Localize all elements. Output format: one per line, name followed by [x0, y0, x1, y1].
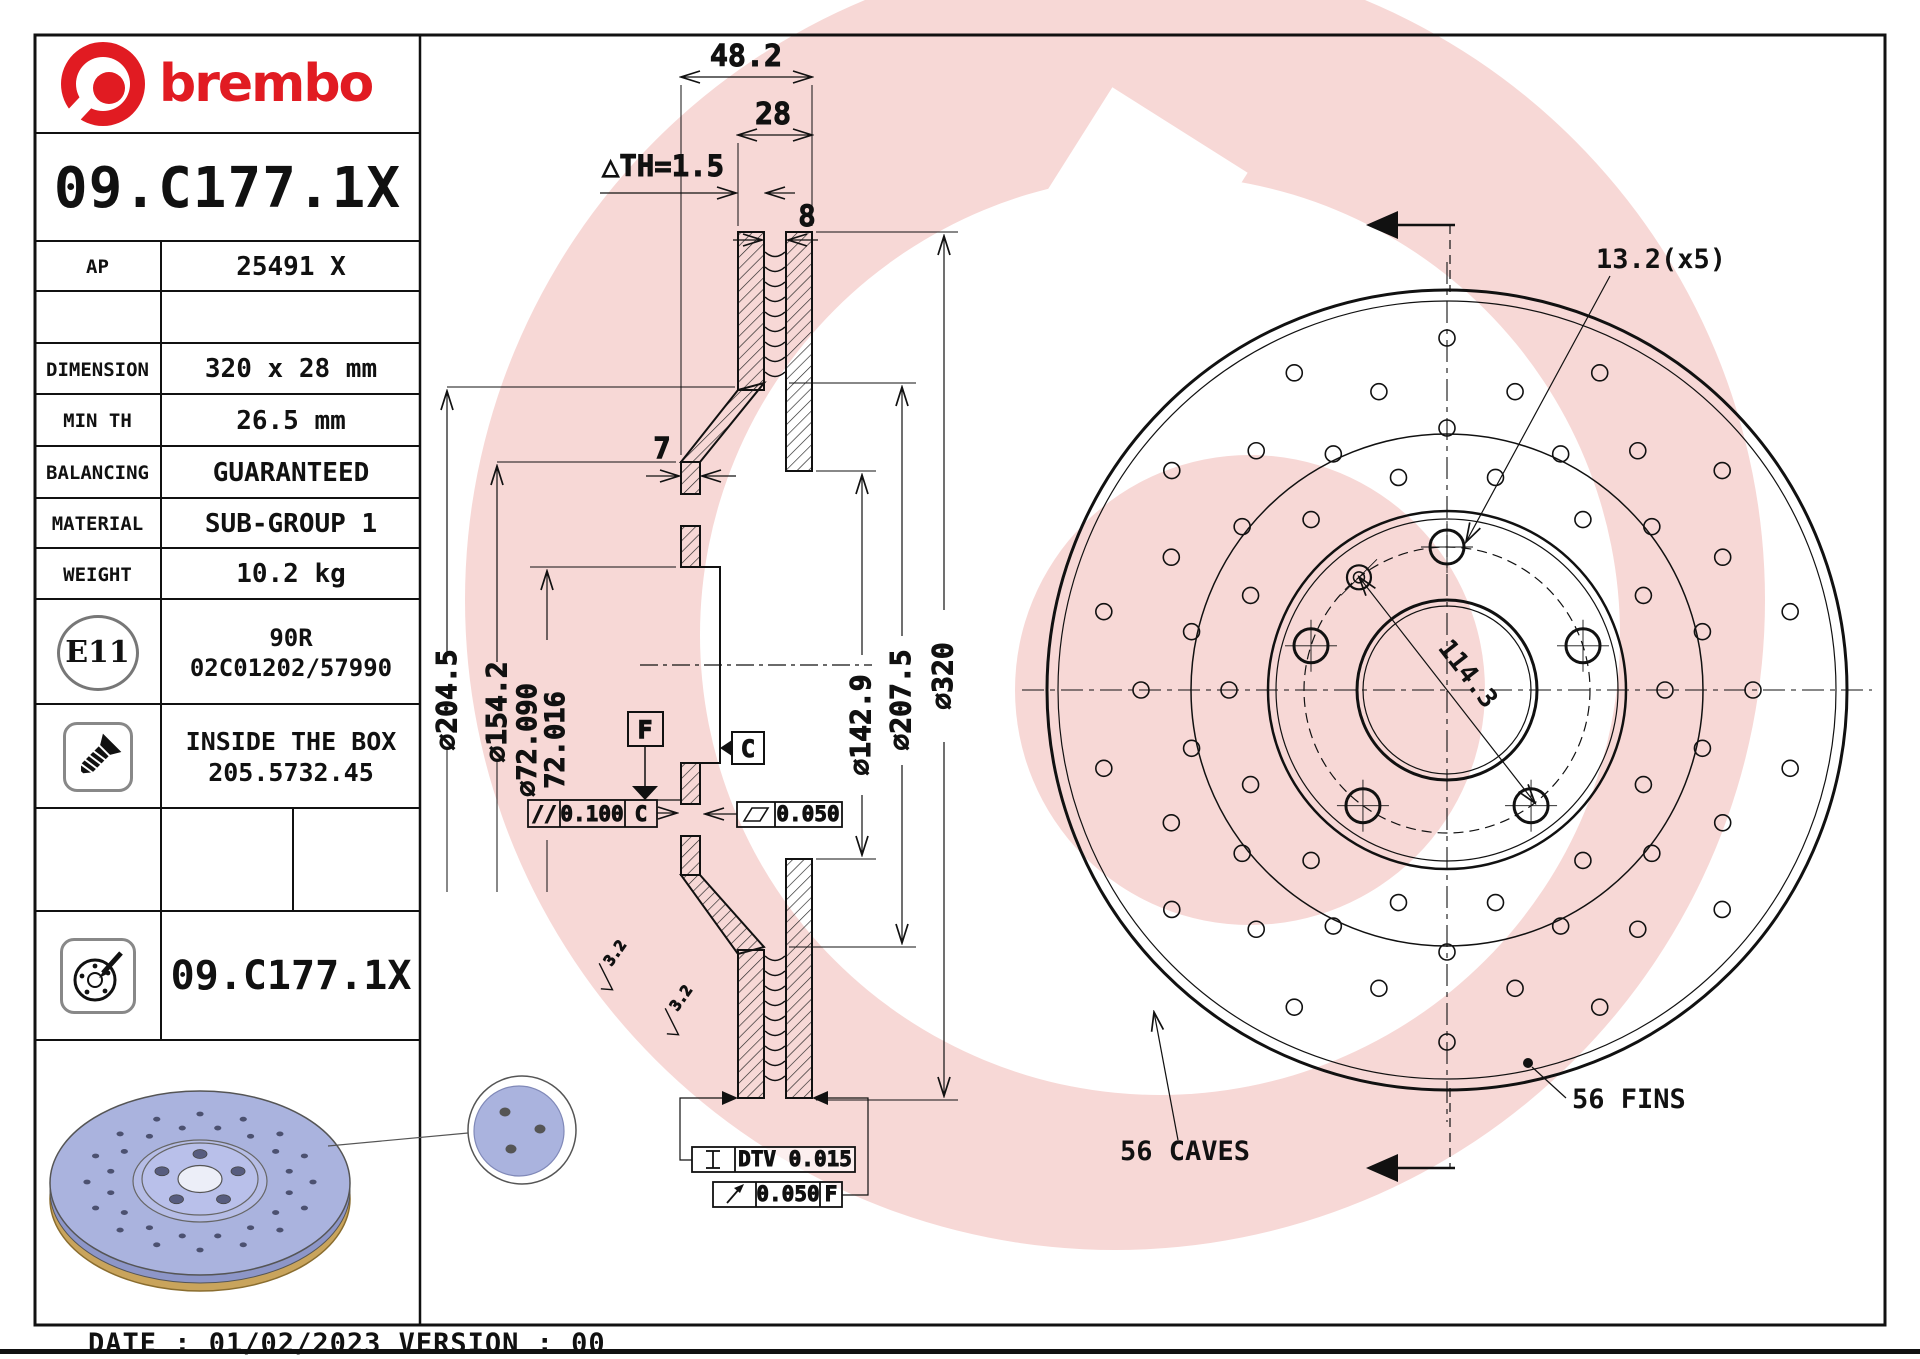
brand-header: brembo — [35, 35, 420, 132]
bolt-holes — [1284, 521, 1610, 832]
dim-band-width: 28 — [755, 97, 791, 132]
dtv-value: DTV 0.015 — [738, 1147, 852, 1171]
row-value: GUARANTEED — [212, 457, 370, 488]
table-row: MIN TH 26.5 mm — [35, 393, 420, 447]
row-label: DIMENSION — [35, 344, 162, 395]
render-drilled-holes — [83, 1111, 317, 1253]
parallelism-value: 0.100 — [560, 802, 623, 826]
dtv-symbol-icon — [706, 1150, 720, 1169]
box-contents-row: INSIDE THE BOX 205.5732.45 — [35, 703, 420, 809]
brembo-watermark — [465, 0, 1765, 1250]
dtv-runout-tolerances: DTV 0.015 0.050 F — [679, 1091, 869, 1208]
row-label: MIN TH — [35, 395, 162, 447]
dim-total-width: 48.2 — [710, 39, 782, 74]
render-bolt-holes — [154, 1149, 246, 1205]
vent-fins — [764, 251, 786, 1082]
empty-row — [35, 807, 420, 912]
box-contents-part: 205.5732.45 — [208, 758, 374, 787]
row-value: 25491 X — [236, 251, 346, 282]
detail-bubble — [467, 1075, 577, 1185]
row-label: AP — [35, 242, 162, 292]
table-row: BALANCING GUARANTEED — [35, 445, 420, 499]
front-view: 13.2(x5) 114.3 56 CAVES 56 FINS — [1022, 211, 1872, 1182]
datum-f-label: F — [638, 716, 652, 744]
dia-band-inner: ⌀142.9 — [844, 674, 877, 775]
box-contents-title: INSIDE THE BOX — [185, 726, 397, 756]
runout-symbol-icon — [726, 1184, 744, 1204]
dim-hat-face: 7 — [653, 431, 670, 465]
section-dimensions — [447, 77, 958, 1101]
bottom-rule — [0, 1349, 1920, 1354]
brembo-logo-icon — [61, 41, 145, 126]
table-row: DIMENSION 320 x 28 mm — [35, 342, 420, 395]
date-version-line: DATE : 01/02/2023 VERSION : 00 — [88, 1328, 606, 1359]
runout-datum: F — [825, 1182, 838, 1206]
parallelism-datum: C — [635, 802, 648, 826]
dia-bore-min: 72.016 — [540, 691, 571, 789]
section-body — [678, 231, 813, 1099]
e-mark-badge: E11 — [56, 614, 139, 691]
datum-c: C — [720, 731, 765, 765]
flatness-tolerance: 0.050 — [705, 801, 843, 828]
row-value: 320 x 28 mm — [204, 354, 378, 385]
row-label: WEIGHT — [35, 549, 162, 600]
section-cut-arrows — [1366, 211, 1455, 1182]
brand-wordmark: brembo — [159, 53, 374, 114]
homologation-row: E11 90R 02C01202/57990 — [35, 598, 420, 705]
row-value: SUB-GROUP 1 — [204, 508, 378, 539]
dim-vent: 8 — [798, 199, 815, 233]
table-row — [35, 290, 420, 344]
screw-icon — [62, 722, 133, 792]
label-caves: 56 CAVES — [1120, 1136, 1250, 1167]
label-holes: 13.2(x5) — [1596, 244, 1726, 275]
table-row: MATERIAL SUB-GROUP 1 — [35, 497, 420, 549]
homologation-number: 02C01202/57990 — [189, 653, 393, 682]
row-value — [162, 292, 420, 344]
dia-flange: ⌀154.2 — [480, 661, 513, 762]
drawing-border — [33, 33, 1887, 1327]
flatness-symbol-icon — [742, 807, 770, 822]
parallelism-tolerance: // 0.100 C — [527, 799, 677, 828]
footer-part-row: 09.C177.1X — [35, 910, 420, 1041]
drilled-holes-pattern — [1095, 329, 1799, 1051]
row-label: MATERIAL — [35, 499, 162, 549]
dia-bore-max: ⌀72.090 — [512, 683, 543, 797]
dim-th: △TH=1.5 — [602, 149, 724, 183]
title-block: brembo 09.C177.1X AP 25491 X DIMENSION 3… — [0, 0, 420, 1358]
disc-caliper-icon — [59, 937, 136, 1014]
footer-part-number: 09.C177.1X — [170, 952, 412, 999]
table-row: WEIGHT 10.2 kg — [35, 547, 420, 600]
dia-hat: ⌀204.5 — [430, 649, 463, 750]
product-render — [49, 1075, 577, 1292]
dia-outer: ⌀320 — [926, 642, 959, 709]
homologation-approval: 90R — [269, 623, 313, 652]
part-number: 09.C177.1X — [35, 132, 420, 242]
row-value: 26.5 mm — [236, 405, 346, 436]
flatness-value: 0.050 — [776, 802, 839, 826]
parallelism-symbol: // — [531, 802, 556, 826]
dia-vent-inner: ⌀207.5 — [884, 649, 917, 750]
runout-value: 0.050 — [756, 1182, 819, 1206]
row-label — [35, 292, 162, 344]
datum-c-label: C — [741, 735, 755, 763]
table-row: AP 25491 X — [35, 240, 420, 292]
row-value: 10.2 kg — [236, 559, 346, 590]
row-label: BALANCING — [35, 447, 162, 499]
label-fins: 56 FINS — [1572, 1084, 1686, 1115]
section-view: 48.2 28 △TH=1.5 8 7 ⌀204.5 ⌀154.2 ⌀72.09… — [430, 39, 960, 1208]
